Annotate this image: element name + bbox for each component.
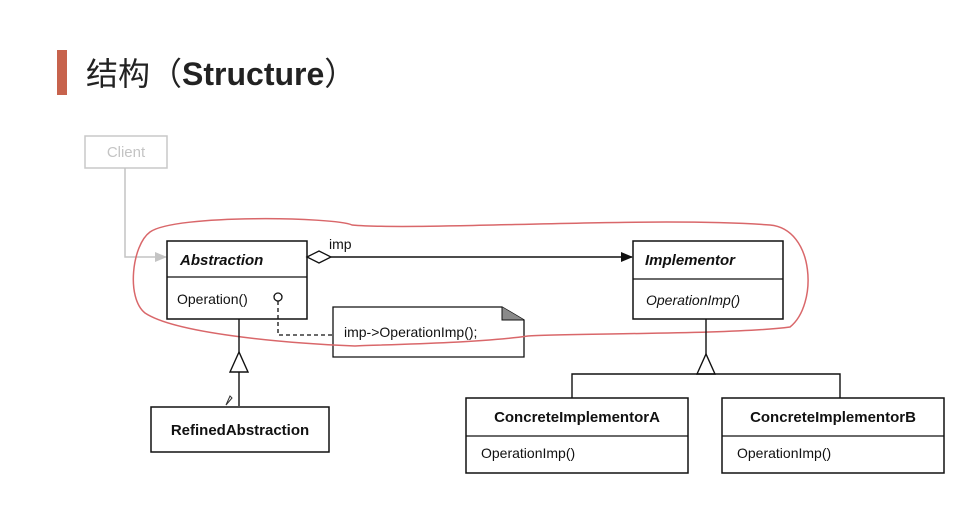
implementor-method: OperationImp()	[646, 292, 740, 308]
concrete-a-name: ConcreteImplementorA	[494, 409, 660, 426]
aggregation-diamond	[305, 250, 333, 264]
note-dashed-connector	[277, 301, 333, 336]
cursor-mark	[225, 395, 233, 406]
refined-inheritance-triangle	[228, 350, 250, 373]
note-anchor-circle	[273, 292, 283, 302]
refined-name: RefinedAbstraction	[171, 422, 309, 439]
client-arrow	[124, 168, 167, 262]
concrete-b-name: ConcreteImplementorB	[750, 409, 916, 426]
abstraction-method: Operation()	[177, 291, 248, 307]
implementor-class: Implementor OperationImp()	[632, 240, 784, 320]
code-note: imp->OperationImp();	[332, 306, 525, 358]
client-box: Client	[84, 135, 168, 169]
note-text: imp->OperationImp();	[344, 324, 477, 340]
abstraction-name: Abstraction	[179, 252, 263, 269]
impl-inherit-branches	[571, 373, 841, 398]
title-en: Structure	[182, 56, 325, 92]
client-label: Client	[107, 144, 146, 161]
concrete-implementor-a-class: ConcreteImplementorA OperationImp()	[465, 397, 689, 474]
title-close: ）	[324, 55, 357, 93]
impl-inheritance-triangle	[695, 352, 717, 375]
concrete-a-method: OperationImp()	[481, 445, 575, 461]
highlight-loop	[132, 217, 809, 347]
implementor-name: Implementor	[645, 252, 736, 269]
page-title: 结构（Structure）	[86, 52, 356, 96]
imp-label: imp	[329, 236, 352, 252]
title-accent-bar	[57, 50, 67, 95]
concrete-implementor-b-class: ConcreteImplementorB OperationImp()	[721, 397, 945, 474]
abstraction-class: Abstraction Operation()	[166, 240, 308, 320]
concrete-b-method: OperationImp()	[737, 445, 831, 461]
refined-abstraction-class: RefinedAbstraction	[150, 406, 330, 453]
title-zh: 结构（	[86, 55, 183, 93]
